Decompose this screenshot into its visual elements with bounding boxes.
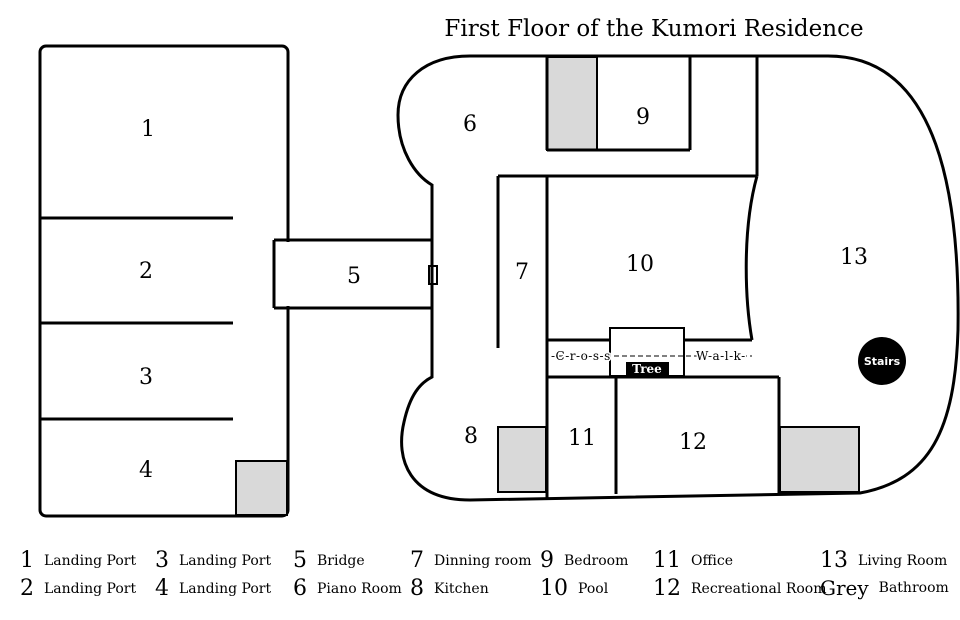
- tree-marker: [626, 362, 669, 376]
- left-wing-outline: [38, 44, 290, 518]
- room-number-11: 11: [568, 426, 596, 451]
- legend-item: 7 Dinning room: [410, 548, 531, 573]
- bathroom-kitchen: [497, 426, 547, 493]
- room-number-4: 4: [139, 458, 153, 483]
- legend-item: 2 Landing Port: [20, 576, 136, 601]
- legend-item: 3 Landing Port: [155, 548, 271, 573]
- bathroom-living: [779, 426, 860, 493]
- legend-number: 12: [653, 576, 681, 601]
- room-number-5: 5: [347, 264, 361, 289]
- legend-item: Grey Bathroom: [820, 576, 949, 600]
- crosswalk-right-label: W-a-l-k-: [696, 349, 746, 363]
- legend-item: 5 Bridge: [293, 548, 365, 573]
- room-number-9: 9: [636, 105, 650, 130]
- bridge: [272, 238, 438, 310]
- legend-label: Bathroom: [878, 580, 949, 596]
- legend-number: 2: [20, 576, 34, 601]
- legend-label: Recreational Room: [691, 580, 827, 597]
- legend-item: 10 Pool: [540, 576, 608, 601]
- pool-walls: [496, 174, 759, 378]
- legend-number: 8: [410, 576, 424, 601]
- legend-number: 3: [155, 548, 169, 573]
- legend-number: 7: [410, 548, 424, 573]
- tree-label: Tree: [632, 362, 662, 376]
- room-number-7: 7: [515, 260, 529, 285]
- legend-label: Living Room: [858, 552, 948, 569]
- legend-label: Bridge: [317, 552, 365, 569]
- legend-label: Landing Port: [44, 580, 137, 597]
- legend-number: 9: [540, 548, 554, 573]
- stairs-marker: [858, 337, 906, 385]
- stairs-label: Stairs: [864, 355, 901, 368]
- main-house-outline: [396, 54, 960, 502]
- room-number-13: 13: [840, 245, 868, 270]
- bedroom-walls: [545, 56, 759, 176]
- legend-item: 13 Living Room: [820, 548, 947, 573]
- legend-label: Landing Port: [179, 552, 272, 569]
- legend-number: 5: [293, 548, 307, 573]
- room-number-3: 3: [139, 365, 153, 390]
- legend-number: 10: [540, 576, 568, 601]
- floor-plan: First Floor of the Kumori Residence: [38, 16, 960, 518]
- plan-title: First Floor of the Kumori Residence: [444, 16, 863, 42]
- left-wing: [38, 44, 290, 518]
- legend-number: 11: [653, 548, 681, 573]
- bathroom-top: [546, 56, 598, 151]
- legend-label: Pool: [578, 580, 609, 597]
- crosswalk-left-label: -C-r-o-s-s: [551, 349, 611, 363]
- room-number-6: 6: [463, 112, 477, 137]
- lower-walls: [545, 375, 781, 498]
- room-number-2: 2: [139, 259, 153, 284]
- legend-label: Landing Port: [44, 552, 137, 569]
- legend-number: Grey: [820, 576, 869, 600]
- legend-number: 1: [20, 548, 34, 573]
- room-number-10: 10: [626, 252, 654, 277]
- legend-label: Landing Port: [179, 580, 272, 597]
- room-number-8: 8: [464, 424, 478, 449]
- legend-label: Kitchen: [434, 580, 489, 597]
- legend-label: Dinning room: [434, 552, 532, 569]
- legend-label: Piano Room: [317, 580, 402, 597]
- legend-label: Bedroom: [564, 552, 629, 569]
- bathroom-room-4: [235, 460, 288, 516]
- legend-number: 6: [293, 576, 307, 601]
- legend-item: 4 Landing Port: [155, 576, 271, 601]
- legend-item: 6 Piano Room: [293, 576, 402, 601]
- room-number-12: 12: [679, 430, 707, 455]
- legend-item: 1 Landing Port: [20, 548, 136, 573]
- legend-number: 4: [155, 576, 169, 601]
- legend-item: 12 Recreational Room: [653, 576, 827, 601]
- legend-item: 8 Kitchen: [410, 576, 489, 601]
- room-number-1: 1: [141, 117, 155, 142]
- legend-number: 13: [820, 548, 848, 573]
- legend-item: 11 Office: [653, 548, 733, 573]
- legend-label: Office: [691, 552, 734, 569]
- legend-item: 9 Bedroom: [540, 548, 628, 573]
